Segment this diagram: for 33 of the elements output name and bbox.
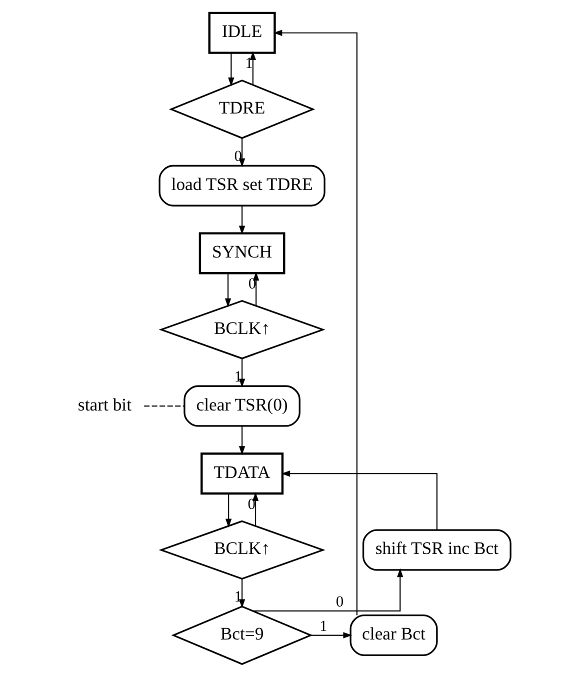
node-diamond: Bct=9: [171, 606, 313, 665]
arrow: [224, 273, 232, 308]
node-box: TDATA: [200, 452, 284, 495]
edge-label: 1: [320, 618, 328, 636]
arrow: [238, 358, 246, 388]
edge-label: 0: [336, 594, 344, 611]
connector: [144, 406, 184, 407]
arrow: [228, 52, 234, 86]
arrow: [310, 632, 352, 638]
node-diamond: TDRE: [168, 80, 316, 139]
arrow: [281, 470, 438, 530]
arrow: [238, 206, 246, 235]
arrow: [252, 492, 259, 526]
arrow: [250, 51, 256, 85]
node-box: load TSR set TDRE: [158, 164, 326, 206]
node-diamond: BCLK↑: [158, 300, 326, 360]
node-diamond: BCLK↑: [158, 520, 326, 580]
edge-label: 1: [234, 368, 242, 386]
node-box: SYNCH: [198, 232, 286, 274]
node-box: clear TSR(0): [184, 385, 300, 427]
node-box: clear Bct: [350, 614, 438, 656]
arrow: [252, 272, 260, 306]
node-box: shift TSR inc Bct: [362, 529, 512, 571]
arrow: [238, 578, 246, 608]
arrow: [252, 568, 404, 612]
node-box: IDLE: [208, 12, 276, 54]
arrow: [225, 494, 232, 528]
edge-label: 1: [234, 588, 242, 606]
arrow: [238, 138, 246, 168]
arrow: [238, 426, 246, 456]
arrow: [273, 30, 358, 616]
edge-label: 1: [245, 54, 253, 72]
node-text: start bit: [78, 394, 132, 414]
